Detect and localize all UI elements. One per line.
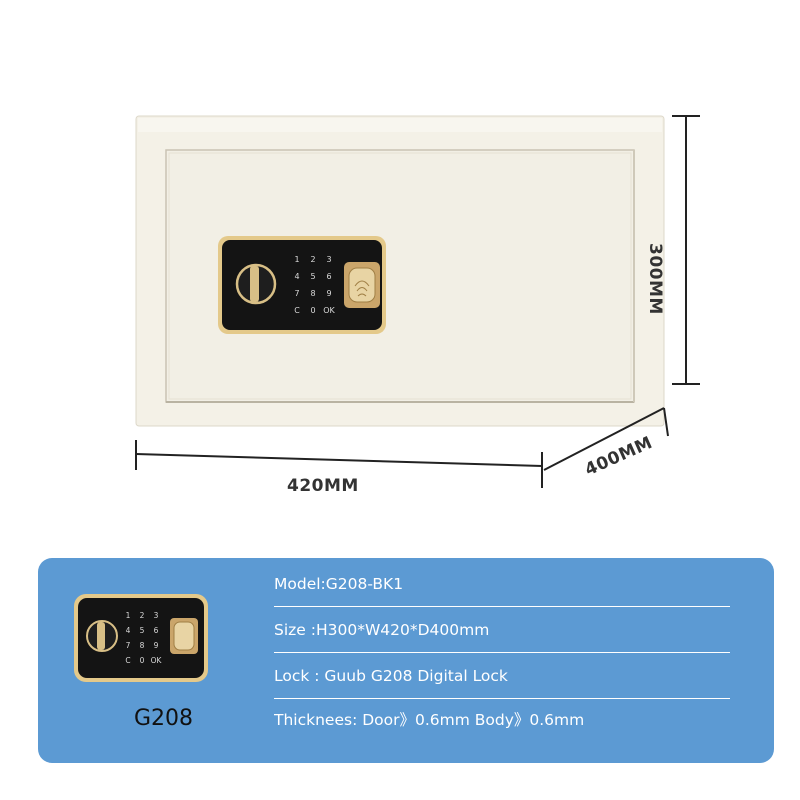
- keypad-key: 3: [154, 611, 159, 620]
- keypad-key: OK: [323, 306, 335, 315]
- keypad-key: 7: [126, 641, 131, 650]
- keypad-key: 9: [326, 289, 331, 298]
- keypad-key: 5: [310, 272, 315, 281]
- keypad-key: 1: [126, 611, 131, 620]
- keypad-key: 9: [154, 641, 159, 650]
- keypad-key: 6: [154, 626, 159, 635]
- keypad-key: 4: [126, 626, 131, 635]
- keypad-key: 8: [140, 641, 145, 650]
- keypad-key: 2: [310, 255, 315, 264]
- keypad-key: C: [294, 306, 300, 315]
- height-dimension-label: 300MM: [645, 243, 665, 315]
- fingerprint-sensor-icon: [173, 621, 195, 651]
- safe-lock: 1 2 3 4 5 6 7 8 9C 0 OK: [218, 236, 386, 334]
- keypad-key: 0: [140, 656, 145, 665]
- keypad-key: 7: [294, 289, 299, 298]
- keypad-key: 8: [310, 289, 315, 298]
- keypad-key: C: [125, 656, 130, 665]
- keypad-key: 1: [294, 255, 299, 264]
- keypad-key: 2: [140, 611, 145, 620]
- keypad-key: 0: [310, 306, 315, 315]
- keypad-key: 4: [294, 272, 299, 281]
- safe-body: [135, 115, 665, 427]
- spec-thickness: Thicknees: Door》0.6mm Body》0.6mm: [274, 711, 585, 729]
- dimension-lines: [135, 115, 700, 488]
- safe-illustration: 1 2 3 4 5 6 7 8 9C 0 OK: [135, 115, 700, 488]
- spec-size: Size :H300*W420*D400mm: [274, 616, 730, 653]
- width-dimension-label: 420MM: [287, 476, 359, 496]
- fingerprint-sensor-icon: [348, 267, 376, 303]
- spec-lock: Lock : Guub G208 Digital Lock: [274, 662, 730, 699]
- keypad-key: OK: [151, 656, 163, 665]
- spec-model: Model:G208-BK1: [274, 570, 730, 607]
- keypad-key: 6: [326, 272, 331, 281]
- keypad-key: 3: [326, 255, 331, 264]
- model-caption: G208: [134, 706, 194, 731]
- keypad-key: 5: [140, 626, 145, 635]
